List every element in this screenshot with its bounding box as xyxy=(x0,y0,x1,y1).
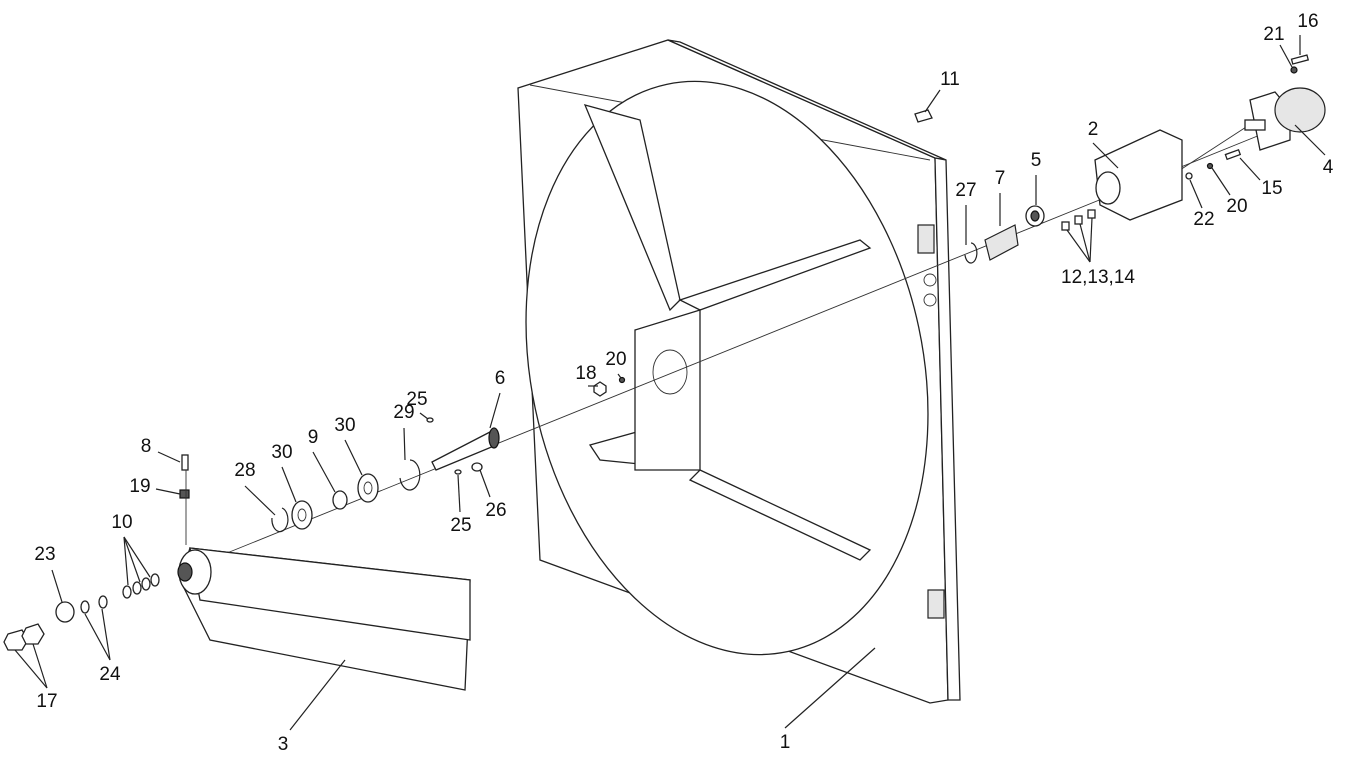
callout-30-left: 30 xyxy=(271,442,292,463)
callout-2: 2 xyxy=(1088,119,1099,140)
callout-9: 9 xyxy=(308,427,319,448)
callout-29: 29 xyxy=(393,402,414,423)
callout-8: 8 xyxy=(141,436,152,457)
callout-26: 26 xyxy=(485,500,506,521)
callout-20-center: 20 xyxy=(605,349,626,370)
callout-24: 24 xyxy=(99,664,121,685)
small-parts-left xyxy=(3,376,626,651)
callout-27: 27 xyxy=(955,180,976,201)
callout-12-13-14: 12,13,14 xyxy=(1061,267,1135,288)
callout-22: 22 xyxy=(1193,209,1214,230)
callout-25-top: 25 xyxy=(406,389,427,410)
callout-11: 11 xyxy=(940,69,960,90)
callout-21: 21 xyxy=(1263,24,1284,45)
callout-5: 5 xyxy=(1031,150,1042,171)
callout-4: 4 xyxy=(1323,157,1334,178)
callout-28: 28 xyxy=(234,460,255,481)
leader-lines xyxy=(14,35,1326,731)
callout-7: 7 xyxy=(995,168,1006,189)
callout-25-bottom: 25 xyxy=(450,515,471,536)
callout-1: 1 xyxy=(780,732,791,753)
callout-6: 6 xyxy=(495,368,506,389)
callout-labels: 1 2 3 4 5 6 7 8 9 10 11 12,13,14 15 16 1… xyxy=(34,11,1333,755)
callout-20-right: 20 xyxy=(1226,196,1247,217)
callout-30-right: 30 xyxy=(334,415,355,436)
callout-23: 23 xyxy=(34,544,55,565)
drive-parts-right xyxy=(914,54,1326,264)
callout-15: 15 xyxy=(1261,178,1282,199)
callout-16: 16 xyxy=(1297,11,1318,32)
fan-shroud-frame xyxy=(517,39,961,704)
callout-10: 10 xyxy=(111,512,132,533)
callout-18: 18 xyxy=(575,363,596,384)
fan-blade xyxy=(177,547,471,691)
callout-17: 17 xyxy=(36,691,57,712)
callout-19: 19 xyxy=(129,476,150,497)
callout-3: 3 xyxy=(278,734,289,755)
